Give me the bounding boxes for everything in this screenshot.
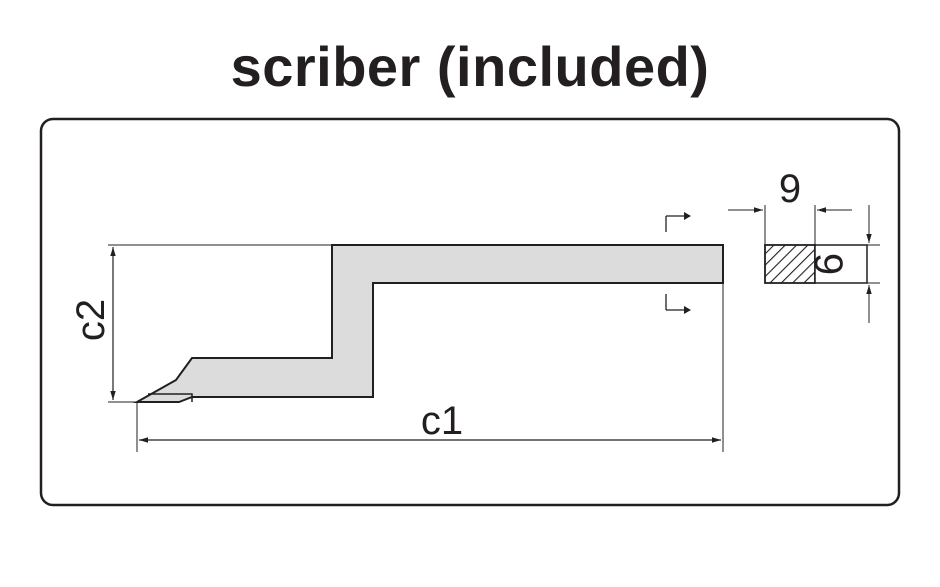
diagram-frame: [39, 117, 901, 507]
section-marker-bottom: [665, 294, 691, 314]
length-dimension-label: c1: [421, 399, 463, 443]
section-width-label: 9: [779, 167, 801, 211]
cross-section-side: [814, 244, 868, 284]
section-marker-top: [665, 212, 691, 232]
height-dimension-label: c2: [69, 299, 113, 341]
cross-section: [764, 244, 816, 284]
section-height-dimension: [815, 205, 880, 323]
extension-lines: [108, 244, 724, 452]
scriber-body: [133, 244, 724, 403]
section-height-label: 9: [806, 253, 850, 275]
section-width-dimension: [728, 205, 852, 245]
scriber-tip: [148, 393, 193, 402]
diagram-title: scriber (included): [230, 35, 710, 98]
